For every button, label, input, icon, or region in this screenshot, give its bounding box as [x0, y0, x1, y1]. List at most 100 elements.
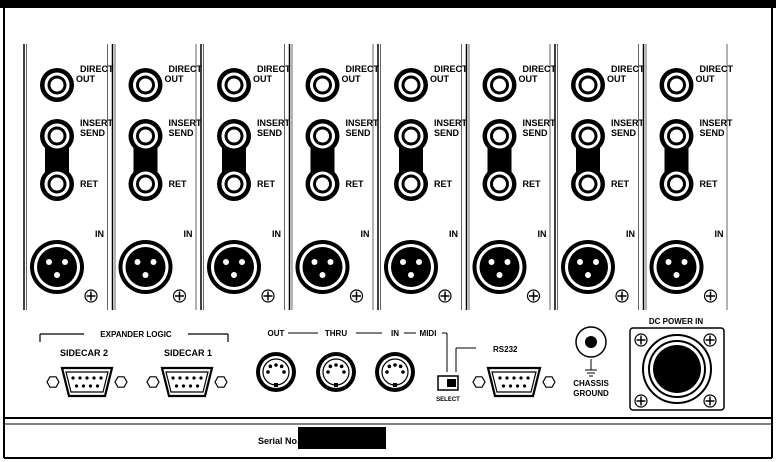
dsub-pin[interactable]	[505, 376, 509, 380]
xlr-pin[interactable]	[665, 259, 672, 265]
xlr-pin[interactable]	[134, 259, 141, 265]
dsub-pin[interactable]	[95, 384, 100, 388]
dsub-pin[interactable]	[88, 384, 93, 388]
xlr-pin[interactable]	[408, 272, 414, 278]
dsub-pin[interactable]	[92, 376, 96, 380]
xlr-inner[interactable]	[479, 247, 520, 287]
xlr-pin[interactable]	[150, 259, 157, 265]
din-pin[interactable]	[282, 370, 286, 374]
xlr-pin[interactable]	[416, 259, 422, 265]
direct-out-jack-hole[interactable]	[493, 78, 506, 92]
direct-out-jack-hole[interactable]	[670, 78, 683, 92]
dsub-pin[interactable]	[99, 376, 103, 380]
insert-send-jack[interactable]	[482, 119, 517, 153]
dsub-pin[interactable]	[526, 376, 530, 380]
dsub-pin[interactable]	[81, 384, 86, 388]
xlr-input-jack[interactable]	[118, 240, 173, 294]
midi-out-port[interactable]	[256, 352, 296, 392]
din-pin[interactable]	[326, 370, 330, 374]
direct-out-jack[interactable]	[128, 68, 163, 102]
insert-return-jack-hole[interactable]	[404, 177, 418, 191]
insert-send-jack-hole[interactable]	[50, 129, 64, 143]
insert-return-jack[interactable]	[394, 167, 428, 201]
dsub-pin[interactable]	[195, 384, 200, 388]
dsub-inner[interactable]	[491, 371, 537, 393]
dsub-pin[interactable]	[78, 376, 82, 380]
xlr-inner[interactable]	[214, 247, 254, 287]
din-pin[interactable]	[274, 363, 278, 367]
insert-return-jack-hole[interactable]	[493, 177, 506, 191]
direct-out-jack[interactable]	[571, 68, 605, 102]
insert-send-jack-hole[interactable]	[316, 129, 329, 143]
dsub-pin[interactable]	[501, 384, 506, 388]
dsub-pin[interactable]	[508, 384, 513, 388]
xlr-input-jack[interactable]	[561, 240, 615, 294]
xlr-pin[interactable]	[593, 259, 599, 265]
direct-out-jack[interactable]	[659, 68, 694, 102]
dsub-pin[interactable]	[519, 376, 523, 380]
direct-out-jack[interactable]	[305, 68, 340, 102]
direct-out-jack[interactable]	[482, 68, 517, 102]
dsub-pin[interactable]	[192, 376, 196, 380]
xlr-pin[interactable]	[311, 259, 318, 265]
insert-send-jack[interactable]	[394, 119, 428, 153]
dsub-pin[interactable]	[181, 384, 186, 388]
insert-return-jack[interactable]	[40, 167, 74, 201]
xlr-pin[interactable]	[46, 259, 52, 265]
insert-return-jack-hole[interactable]	[50, 177, 64, 191]
xlr-pin[interactable]	[681, 259, 688, 265]
xlr-pin[interactable]	[62, 259, 68, 265]
dsub-pin[interactable]	[174, 384, 179, 388]
xlr-pin[interactable]	[585, 272, 591, 278]
xlr-inner[interactable]	[125, 247, 166, 287]
direct-out-jack[interactable]	[217, 68, 251, 102]
insert-return-jack-hole[interactable]	[139, 177, 152, 191]
xlr-pin[interactable]	[577, 259, 583, 265]
insert-send-jack-hole[interactable]	[227, 129, 241, 143]
xlr-input-jack[interactable]	[649, 240, 704, 294]
dsub-pin[interactable]	[178, 376, 182, 380]
xlr-inner[interactable]	[656, 247, 697, 287]
insert-return-jack[interactable]	[217, 167, 251, 201]
xlr-pin[interactable]	[673, 272, 680, 278]
xlr-pin[interactable]	[327, 259, 334, 265]
direct-out-jack-hole[interactable]	[139, 78, 152, 92]
select-switch[interactable]	[437, 375, 459, 391]
direct-out-jack-hole[interactable]	[227, 78, 241, 92]
xlr-pin[interactable]	[319, 272, 326, 278]
din-pin[interactable]	[398, 364, 403, 369]
dsub-pin[interactable]	[515, 384, 520, 388]
xlr-pin[interactable]	[400, 259, 406, 265]
insert-send-jack[interactable]	[305, 119, 340, 153]
insert-send-jack[interactable]	[217, 119, 251, 153]
insert-return-jack[interactable]	[571, 167, 605, 201]
dsub-pin[interactable]	[85, 376, 89, 380]
insert-send-jack[interactable]	[659, 119, 694, 153]
insert-send-jack-hole[interactable]	[404, 129, 418, 143]
xlr-input-jack[interactable]	[384, 240, 438, 294]
dsub-inner[interactable]	[165, 371, 209, 393]
xlr-input-jack[interactable]	[295, 240, 350, 294]
dsub-pin[interactable]	[522, 384, 527, 388]
xlr-inner[interactable]	[568, 247, 608, 287]
direct-out-jack-hole[interactable]	[50, 78, 64, 92]
insert-send-jack[interactable]	[128, 119, 163, 153]
direct-out-jack[interactable]	[394, 68, 428, 102]
din-pin[interactable]	[342, 370, 346, 374]
select-switch-slider[interactable]	[447, 379, 456, 387]
dsub-pin[interactable]	[74, 384, 79, 388]
direct-out-jack-hole[interactable]	[404, 78, 418, 92]
din-pin[interactable]	[387, 364, 392, 369]
insert-send-jack-hole[interactable]	[670, 129, 683, 143]
din-pin[interactable]	[328, 364, 333, 369]
xlr-pin[interactable]	[239, 259, 245, 265]
dc-power-jack-core[interactable]	[653, 345, 701, 393]
insert-send-jack-hole[interactable]	[139, 129, 152, 143]
din-pin[interactable]	[385, 370, 389, 374]
din-pin[interactable]	[393, 363, 397, 367]
dsub-pin[interactable]	[71, 376, 75, 380]
dsub-pin[interactable]	[199, 376, 203, 380]
midi-in-port[interactable]	[375, 352, 415, 392]
dsub-pin[interactable]	[498, 376, 502, 380]
din-pin[interactable]	[401, 370, 405, 374]
